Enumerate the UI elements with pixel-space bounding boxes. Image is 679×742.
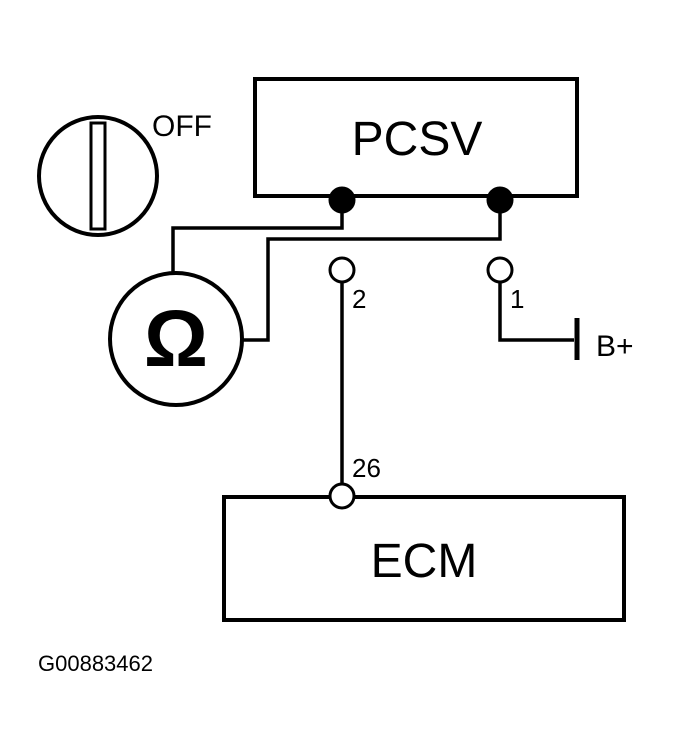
pcsv-probe-terminal-right [486, 186, 514, 214]
meter-lead-left [171, 200, 344, 273]
ignition-switch-icon [37, 115, 159, 237]
pcsv-pin-1-label: 1 [510, 284, 524, 314]
ecm-pin-26-terminal [328, 482, 356, 510]
meter-lead-right [242, 200, 502, 342]
switch-state-label: OFF [152, 110, 212, 143]
ecm-label: ECM [371, 535, 478, 588]
pcsv-pin-1-terminal [486, 256, 514, 284]
pcsv-pin-2-terminal [328, 256, 356, 284]
pcsv-pin-2-label: 2 [352, 284, 366, 314]
wire-pin1-to-bplus [498, 282, 574, 342]
pcsv-label: PCSV [352, 113, 483, 166]
figure-id: G00883462 [38, 651, 153, 676]
ecm-box [222, 495, 626, 622]
pcsv-box [253, 77, 579, 198]
bplus-label: B+ [596, 330, 634, 363]
ecm-pin-26-label: 26 [352, 453, 381, 483]
pcsv-probe-terminal-left [328, 186, 356, 214]
ohmmeter-symbol: Ω [144, 294, 208, 383]
